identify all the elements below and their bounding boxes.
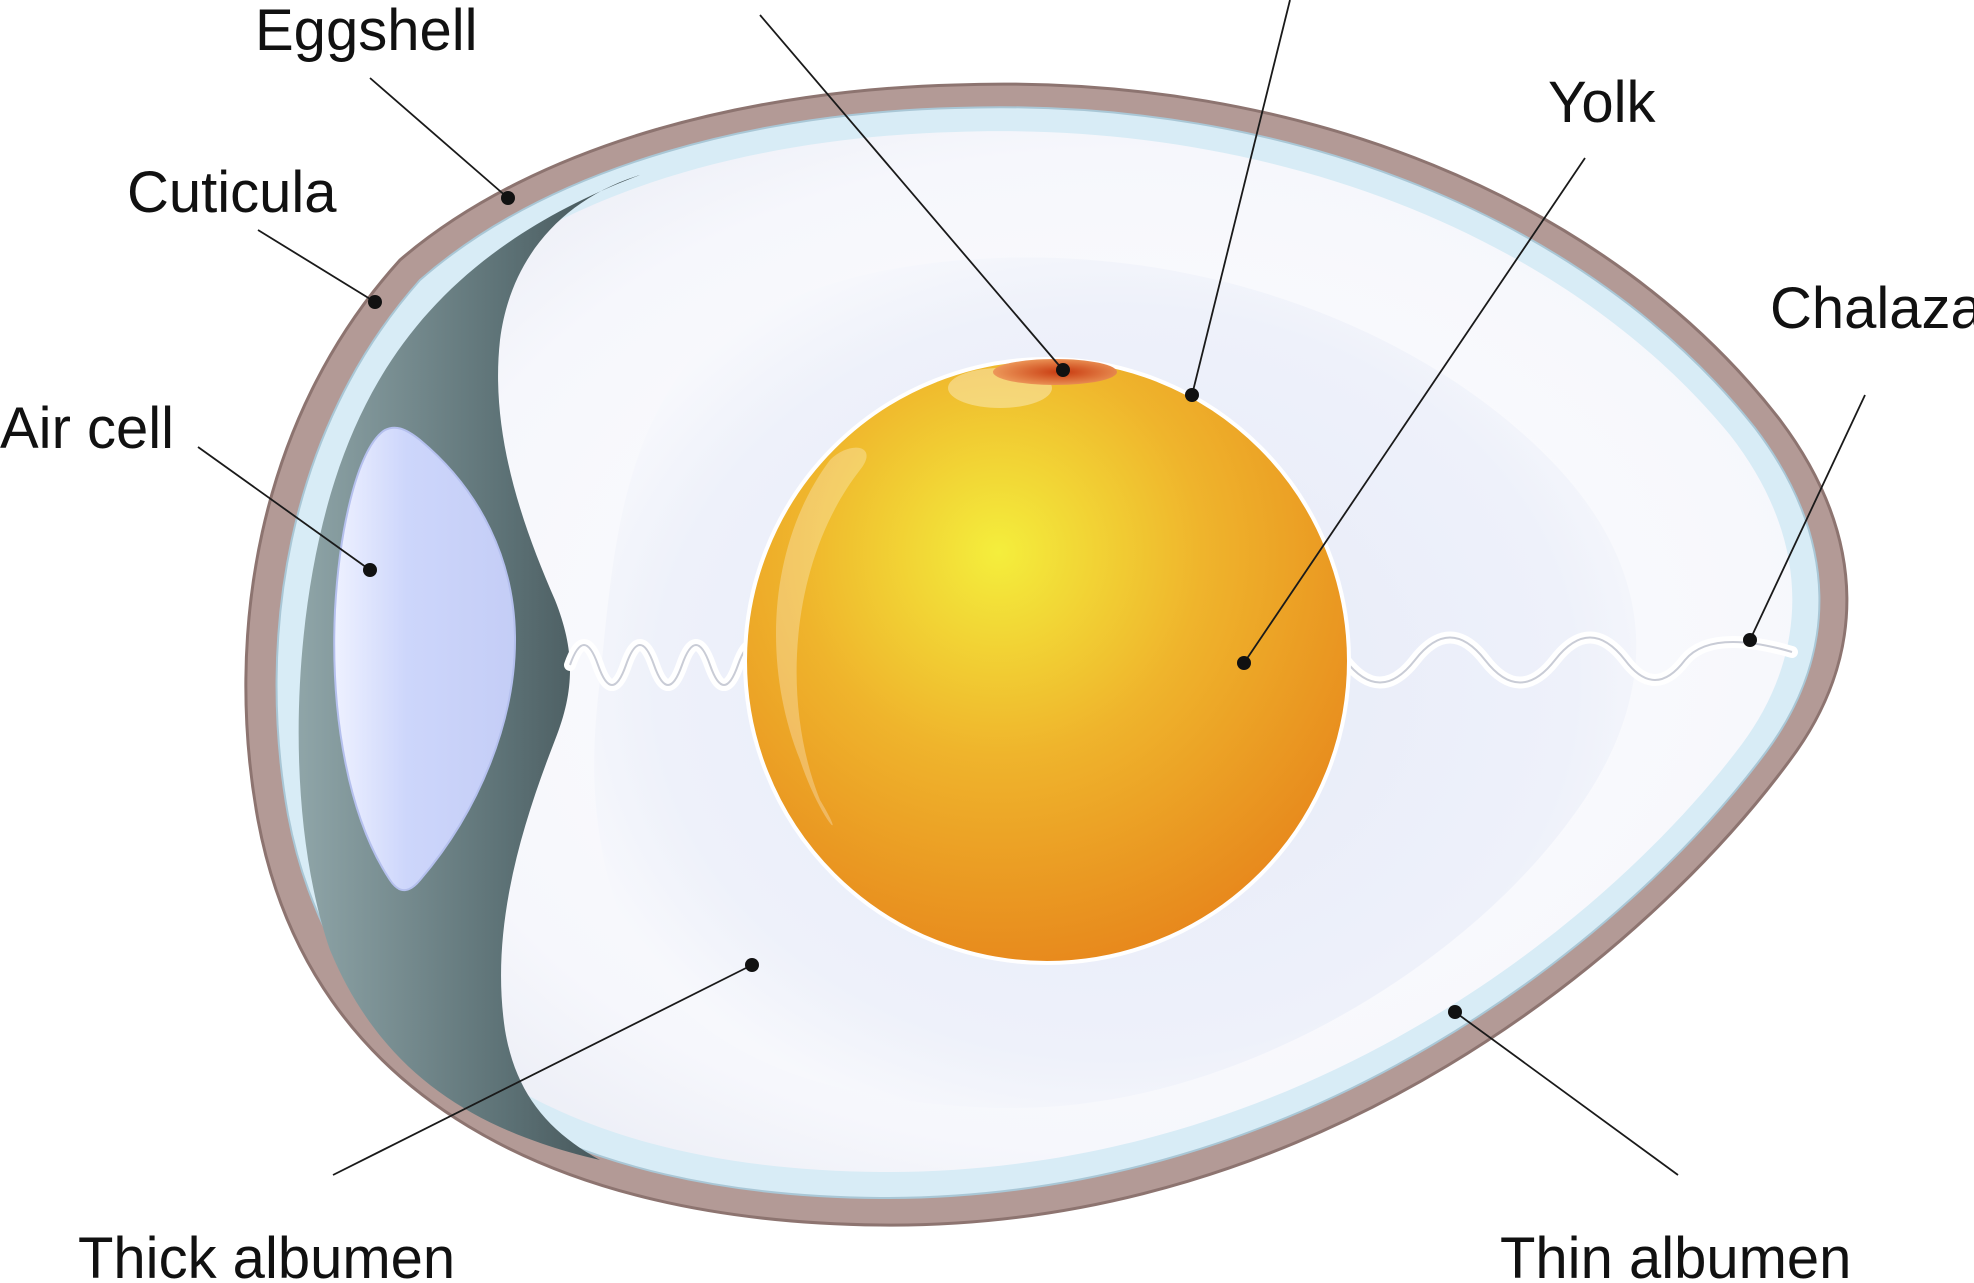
label-air-cell: Air cell xyxy=(0,396,174,461)
chalaza-right-outline xyxy=(1344,636,1793,684)
yolk xyxy=(743,357,1351,965)
label-chalaza: Chalaza xyxy=(1770,276,1974,341)
label-yolk: Yolk xyxy=(1548,70,1657,135)
yolk-highlight xyxy=(776,447,867,826)
germinal-disc xyxy=(993,359,1117,385)
label-cuticula: Cuticula xyxy=(127,160,337,225)
leader-lines xyxy=(197,0,1866,1176)
label-thick-albumen: Thick albumen xyxy=(78,1226,455,1283)
air-cell xyxy=(333,426,517,892)
label-eggshell: Eggshell xyxy=(255,0,477,63)
chalaza-left-outline xyxy=(569,644,767,686)
label-thin-albumen: Thin albumen xyxy=(1500,1226,1851,1283)
